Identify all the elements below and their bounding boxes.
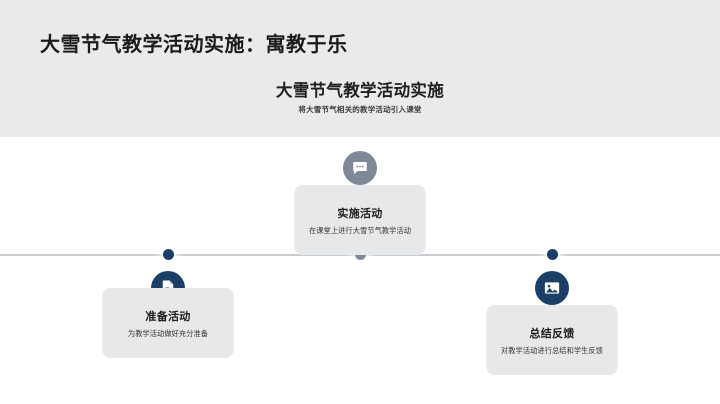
milestone-description: 在课堂上进行大雪节气教学活动: [308, 226, 412, 235]
milestone-description: 为教学活动做好充分准备: [127, 329, 209, 338]
milestone-title: 实施活动: [337, 208, 383, 220]
chat-bubble-icon: [343, 151, 377, 185]
page-title: 大雪节气教学活动实施：寓教于乐: [40, 34, 348, 56]
timeline-node-preparation[interactable]: [162, 249, 174, 260]
section-heading: 大雪节气教学活动实施: [276, 82, 444, 100]
milestone-title: 准备活动: [145, 311, 191, 323]
slide-header-band: 大雪节气教学活动实施：寓教于乐 大雪节气教学活动实施 将大雪节气相关的教学活动引…: [0, 0, 720, 137]
timeline-milestone-summary-feedback[interactable]: 总结反馈 对教学活动进行总结和学生反馈: [486, 271, 618, 375]
milestone-description: 对教学活动进行总结和学生反馈: [500, 346, 604, 355]
timeline-milestone-implementation[interactable]: 实施活动 在课堂上进行大雪节气教学活动: [294, 151, 426, 255]
timeline-node-summary-feedback[interactable]: [546, 249, 558, 260]
section-subheading: 将大雪节气相关的教学活动引入课堂: [298, 105, 422, 114]
milestone-card[interactable]: 准备活动 为教学活动做好充分准备: [102, 288, 234, 358]
timeline-milestone-preparation[interactable]: P 准备活动 为教学活动做好充分准备: [102, 271, 234, 358]
timeline-container: P 准备活动 为教学活动做好充分准备 实施活动 在课堂上进行大雪节气教学活动: [0, 137, 720, 404]
image-picture-icon: [535, 271, 569, 305]
milestone-card[interactable]: 总结反馈 对教学活动进行总结和学生反馈: [486, 305, 618, 375]
milestone-card[interactable]: 实施活动 在课堂上进行大雪节气教学活动: [294, 185, 426, 255]
milestone-title: 总结反馈: [529, 328, 575, 340]
